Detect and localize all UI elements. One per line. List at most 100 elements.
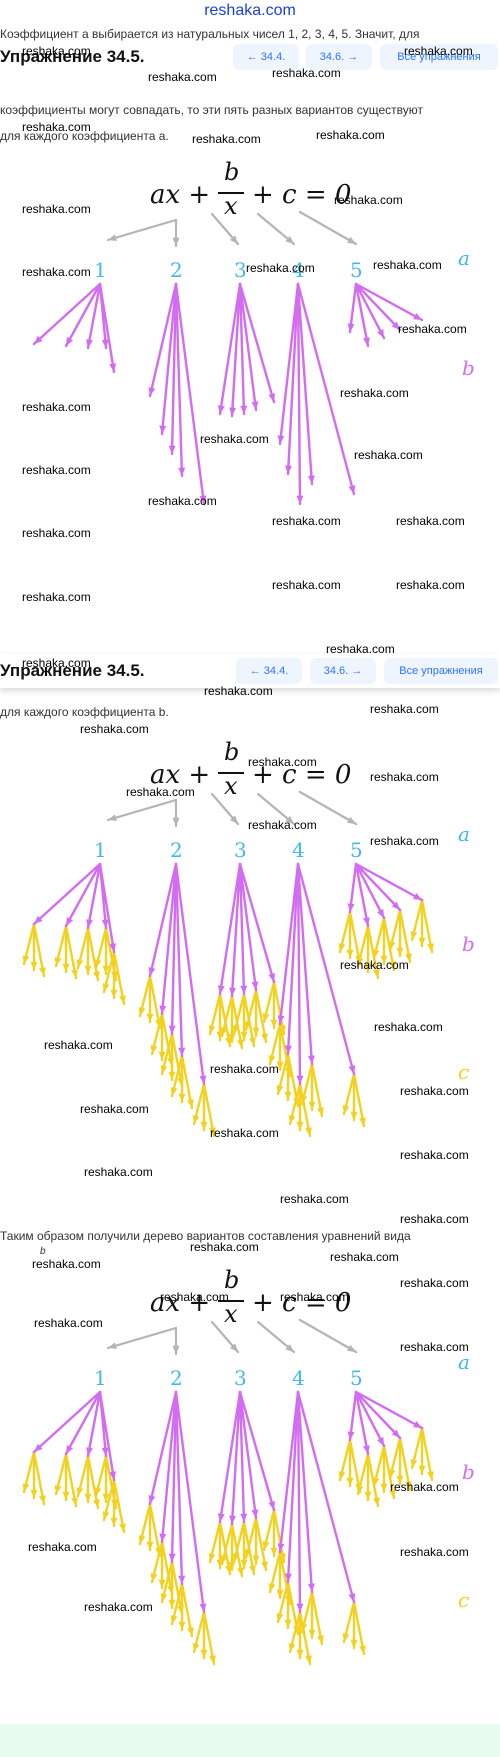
- violet-branch-arrow: [148, 1390, 178, 1506]
- gray-branch-arrow: [106, 218, 178, 242]
- watermark-text: reshaka.com: [80, 722, 149, 736]
- yellow-branch-arrow: [254, 988, 268, 1044]
- watermark-text: reshaka.com: [400, 1340, 469, 1354]
- violet-branch-arrow: [296, 282, 356, 496]
- violet-branch-arrow: [174, 1390, 207, 1614]
- watermark-text: reshaka.com: [370, 702, 439, 716]
- violet-branch-arrow: [238, 862, 259, 992]
- violet-branch-arrow: [86, 1390, 102, 1458]
- label-c-3: c: [458, 1588, 470, 1612]
- digit-label-3: 3: [234, 1366, 247, 1390]
- violet-branch-arrow: [159, 282, 178, 436]
- equation-left: ax +: [150, 1288, 211, 1318]
- yellow-branch-arrow: [158, 1012, 166, 1062]
- all-exercises-button-2[interactable]: Все упражнения: [384, 658, 498, 684]
- label-b-2: b: [462, 932, 475, 956]
- watermark-text: reshaka.com: [374, 1020, 443, 1034]
- violet-branch-arrow: [174, 1390, 186, 1586]
- yellow-branch-arrow: [308, 1590, 316, 1640]
- yellow-branch-arrow: [268, 1550, 282, 1594]
- watermark-text: reshaka.com: [340, 386, 409, 400]
- watermark-text: reshaka.com: [200, 432, 269, 446]
- violet-branch-arrow: [32, 862, 102, 926]
- yellow-branch-arrow: [300, 1590, 314, 1634]
- watermark-text: reshaka.com: [80, 1102, 149, 1116]
- yellow-branch-arrow: [298, 1082, 312, 1138]
- watermark-text: reshaka.com: [148, 70, 217, 84]
- gray-branch-arrow: [298, 1318, 358, 1354]
- equation-numerator: b: [224, 1266, 240, 1294]
- violet-branch-arrow: [168, 862, 178, 1036]
- site-link[interactable]: reshaka.com: [204, 2, 296, 19]
- violet-branch-arrow: [148, 282, 178, 398]
- yellow-branch-arrow: [350, 1072, 358, 1122]
- watermark-text: reshaka.com: [28, 1540, 97, 1554]
- violet-branch-arrow: [354, 1390, 402, 1440]
- yellow-branch-arrow: [420, 1426, 434, 1482]
- fraction-bar: [218, 192, 244, 194]
- yellow-branch-arrow: [86, 1454, 100, 1510]
- yellow-branch-arrow: [200, 1610, 208, 1660]
- digit-label-2: 2: [170, 838, 183, 862]
- yellow-branch-arrow: [342, 1600, 356, 1644]
- violet-branch-arrow: [238, 862, 276, 984]
- digit-label-4: 4: [292, 1366, 305, 1390]
- violet-branch-arrow: [354, 862, 386, 920]
- yellow-branch-arrow: [410, 898, 424, 942]
- yellow-branch-arrow: [240, 992, 248, 1042]
- paragraph-5: Таким образом получили дерево вариантов …: [0, 1229, 411, 1243]
- paragraph-3: для каждого коэффициента a.: [0, 129, 169, 143]
- yellow-branch-arrow: [112, 950, 126, 1006]
- violet-branch-arrow: [296, 862, 304, 1086]
- watermark-text: reshaka.com: [84, 1165, 153, 1179]
- digit-label-5: 5: [350, 1366, 363, 1390]
- watermark-text: reshaka.com: [398, 322, 467, 336]
- violet-branch-arrow: [168, 282, 178, 456]
- violet-branch-arrow: [217, 862, 242, 996]
- exercise-title: Упражнение 34.5.: [0, 47, 145, 66]
- watermark-text: reshaka.com: [326, 642, 395, 656]
- prev-exercise-button-2[interactable]: ← 34.4.: [236, 658, 302, 684]
- yellow-branch-arrow: [366, 924, 380, 980]
- yellow-branch-arrow: [270, 980, 278, 1030]
- yellow-branch-arrow: [200, 1082, 208, 1132]
- yellow-branch-arrow: [64, 924, 78, 980]
- watermark-text: reshaka.com: [22, 120, 91, 134]
- yellow-branch-arrow: [352, 1072, 366, 1128]
- yellow-branch-arrow: [276, 1550, 284, 1600]
- watermark-text: reshaka.com: [396, 578, 465, 592]
- equation-1: ax + b x + c = 0: [150, 158, 360, 220]
- all-exercises-button[interactable]: Все упражнения: [380, 44, 498, 70]
- yellow-branch-arrow: [364, 924, 372, 974]
- yellow-branch-arrow: [288, 1610, 302, 1654]
- violet-branch-arrow: [354, 1390, 386, 1448]
- yellow-branch-arrow: [170, 1582, 184, 1626]
- equation-2: ax + b x + c = 0: [150, 738, 360, 800]
- next-exercise-button[interactable]: 34.6. →: [306, 44, 372, 70]
- yellow-branch-arrow: [262, 980, 276, 1024]
- next-exercise-button-2[interactable]: 34.6. →: [310, 658, 376, 684]
- gray-branch-arrow: [210, 1320, 240, 1354]
- prev-exercise-button[interactable]: ← 34.4.: [233, 44, 299, 70]
- gray-branch-arrow: [256, 792, 296, 826]
- watermark-text: reshaka.com: [280, 1290, 349, 1304]
- violet-branch-arrow: [148, 862, 178, 978]
- yellow-branch-arrow: [284, 1052, 292, 1102]
- yellow-branch-arrow: [308, 1062, 316, 1112]
- yellow-branch-arrow: [102, 926, 110, 976]
- yellow-branch-arrow: [420, 898, 434, 954]
- watermark-text: reshaka.com: [22, 202, 91, 216]
- label-a-1: a: [458, 246, 470, 270]
- yellow-branch-arrow: [112, 1478, 126, 1534]
- watermark-text: reshaka.com: [126, 785, 195, 799]
- yellow-branch-arrow: [146, 974, 154, 1024]
- violet-branch-arrow: [238, 1390, 276, 1512]
- digit-label-3: 3: [234, 838, 247, 862]
- yellow-branch-arrow: [76, 1454, 90, 1498]
- gray-branch-arrow: [172, 1326, 180, 1356]
- watermark-text: reshaka.com: [192, 132, 261, 146]
- violet-branch-arrow: [217, 282, 242, 416]
- violet-branch-arrow: [168, 1390, 178, 1564]
- digit-label-2: 2: [170, 258, 183, 282]
- equation-left: ax +: [150, 760, 211, 790]
